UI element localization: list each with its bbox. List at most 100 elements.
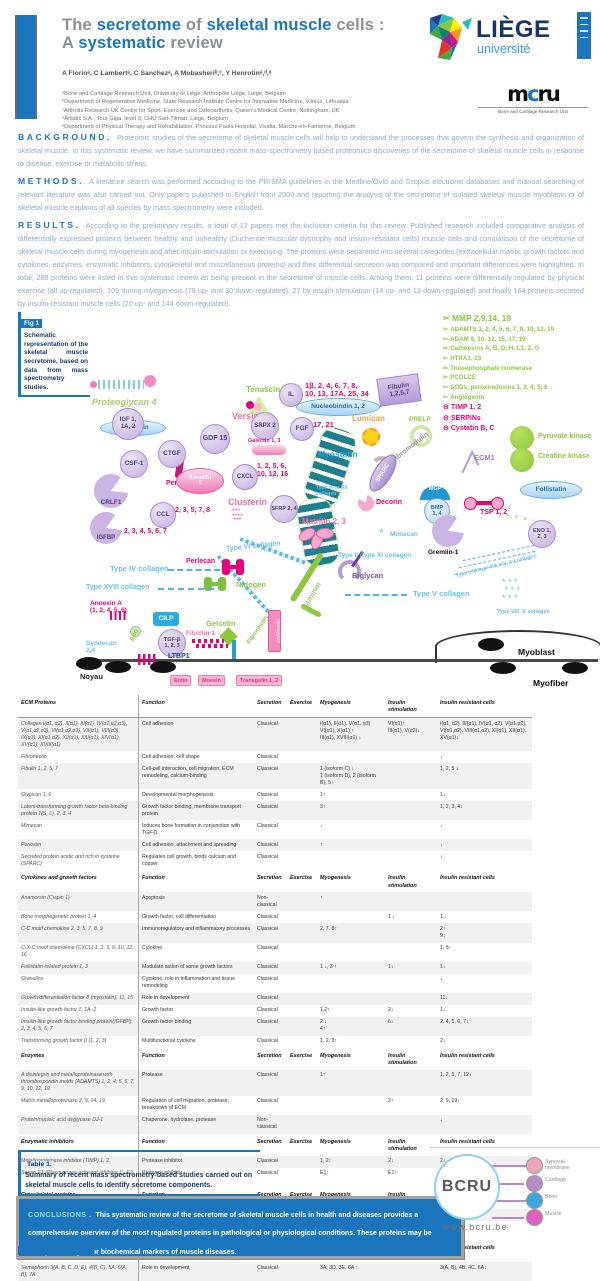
- uliege-logo-subtitle: université: [477, 42, 531, 56]
- table-cell: [287, 789, 317, 801]
- table-cell: Granulins: [21, 976, 44, 983]
- table-cell: [317, 1115, 385, 1134]
- table-cell: [317, 851, 385, 870]
- table-cell: 2↓: [440, 1158, 446, 1165]
- fig-pyruvate-kinase: Pyruvate kinase: [538, 433, 592, 440]
- table-cell: Function: [138, 870, 254, 893]
- fig-lumican: Lumican: [352, 414, 385, 423]
- table-cell: Secretion: [254, 1187, 287, 1209]
- table-row: Growth/differentiation factor 8 (myostat…: [18, 992, 532, 1005]
- fig-mimecan: Mimecan: [390, 531, 418, 538]
- proteoglycan-bead-icon: [144, 375, 156, 387]
- proteoglycan-chain-icon: [98, 380, 144, 389]
- table-cell: Enzymes: [21, 1052, 45, 1059]
- table-cell: [287, 892, 317, 911]
- clusterin-dots-icon: ●●● ●●●● ●●●: [232, 507, 243, 521]
- table-cell: 1, 2, 3↑: [320, 1038, 338, 1045]
- table-cell: 1, 2, 5 ↓: [440, 765, 459, 772]
- apo-ball-icon: [130, 626, 141, 637]
- nucleus-icon: [150, 661, 176, 673]
- table-row: A disintegrin and metalloproteinase with…: [18, 1069, 532, 1096]
- fig-creatine-kinase: Creatine kinase: [538, 453, 590, 460]
- scissors-icon: ✂: [443, 364, 449, 372]
- background-paragraph: BACKGROUND.Proteomic studies of the secr…: [18, 131, 584, 170]
- table-cell: Transforming growth factor β (1, 2, 3): [21, 1038, 107, 1045]
- fig-myostatin: Myostatin: [318, 449, 358, 459]
- fig-shape: [510, 448, 534, 472]
- annexin-comb-icon: [110, 611, 128, 620]
- table-cell: Anamorsin (Ciapin 1): [21, 894, 70, 901]
- table-cell: 1, 5↑: [440, 945, 452, 952]
- table-cell: [385, 1115, 437, 1134]
- fibrillin-beads-icon: [192, 639, 224, 643]
- table-cell: [385, 789, 437, 801]
- table-cell: [287, 974, 317, 993]
- ecm1-branch-icon: [461, 452, 473, 474]
- table-cell: [287, 820, 317, 839]
- fig-nucleobindin-1-2: Nucleobindin 1, 2: [296, 398, 380, 416]
- table-cell: 1 ↓, 3 ↑: [320, 964, 337, 971]
- fig-crlf1: CRLF1: [94, 474, 128, 508]
- table-cell: Insulin stimulation: [388, 700, 417, 714]
- secreted-enzyme-item: ✂ADAMTS 1, 2, 4, 5, 6, 7, 9, 10, 12, 19: [443, 326, 555, 334]
- table-cell: [287, 943, 317, 962]
- table-cell: Insulin resistant cells: [440, 875, 495, 882]
- table-cell: [385, 1036, 437, 1048]
- table-cell: ↓: [440, 853, 443, 860]
- fig-clusterin: Clusterin: [228, 497, 268, 507]
- table-cell: Insulin resistant cells: [440, 1138, 495, 1145]
- title-line: A systematic review: [62, 34, 223, 53]
- table-cell: [287, 1262, 317, 1281]
- bcru-spoke-line: [492, 1183, 524, 1185]
- table-cell: Cell adhesion, attachment and spreading: [138, 839, 254, 852]
- fig-transgelin-1-2: Transgelin 1, 2: [236, 675, 283, 687]
- table-cell: Classical: [257, 720, 278, 727]
- bcru-website[interactable]: www.bcru.be: [443, 1222, 508, 1232]
- table-cell: Periostin: [21, 841, 42, 848]
- figure-1: Fig 1 Schematic representation of the sk…: [0, 302, 600, 694]
- table-cell: [287, 923, 317, 942]
- table-cell: Cell-cell interaction, cell migration, E…: [138, 763, 254, 790]
- page-title: The secretome of skeletal muscle cells :…: [62, 16, 392, 52]
- nucleus-icon: [105, 661, 131, 673]
- table-cell: Role in development: [138, 1262, 254, 1281]
- bcru-tissue-icon: [526, 1157, 543, 1174]
- table-1-caption-box: Table 1. Summary of recent mass spectrom…: [18, 1150, 260, 1196]
- fig-nidogen: Nidogen: [236, 580, 266, 589]
- table-cell: VI(α1)↑ III(α1), V(α2)↓: [388, 720, 420, 734]
- table-cell: Exercise: [290, 875, 313, 882]
- table-cell: Non-classical: [257, 894, 277, 908]
- secreted-enzymes-list: ✂MMP 2,9,14, 19✂ADAMTS 1, 2, 4, 5, 6, 7,…: [443, 313, 600, 435]
- table-row: Semaphorin 3(A, B, C, D, E), 4(B, C), 5A…: [18, 1262, 532, 1281]
- table-cell: 1↑: [320, 1072, 326, 1079]
- bcru-spoke-line: [492, 1200, 530, 1202]
- table-cell: I(α1), II(α1), V(α1, α3) VI(α1), X(α1) ↑…: [320, 720, 371, 741]
- table-cell: 1 (isoform C) ↓ 1 (isoform D), 2 (isofor…: [320, 765, 376, 786]
- table-cell: Classical: [257, 1038, 278, 1045]
- table-cell: Growth factor binding: [138, 1016, 254, 1036]
- table-cell: [317, 1096, 385, 1115]
- table-row: Latent-transforming growth factor beta-b…: [18, 801, 532, 821]
- table-cell: Classical: [257, 1170, 278, 1177]
- table-cell: Glypican 1, 6: [21, 791, 52, 798]
- bcru-unit-logo-icon: mcru: [507, 82, 561, 106]
- table-cell: [385, 974, 437, 993]
- authors-line: A Florinᵃ, C Lambertᵃ, C Sanchezᵃ, A Mob…: [62, 70, 272, 77]
- table-cell: Collagen I(α1, α2), II(α1), III(α1), IV(…: [21, 720, 128, 748]
- nucleus-icon: [478, 638, 504, 651]
- table-cell: 1↑: [320, 791, 326, 798]
- fig-type-ix-or-xii-collagen: Type IX or XII collagen: [316, 485, 348, 497]
- table-cell: Regulates cell growth, binds calcium and…: [138, 851, 254, 871]
- table-cell: 11↓: [440, 995, 448, 1002]
- secreted-enzyme-item: ✂Triosephosphate isomerase: [443, 364, 533, 372]
- table-cell: [385, 839, 437, 851]
- table-cell: [385, 923, 437, 942]
- fig-tenascin: Tenascin: [246, 385, 281, 394]
- figure-1-caption: Schematic representation of the skeletal…: [24, 332, 88, 391]
- prelp-icon: [410, 425, 432, 447]
- affiliation-line: ᵃBone and Cartilage Research Unit, Unive…: [62, 91, 286, 97]
- table-cell: Growth factor: [138, 1004, 254, 1017]
- table-cell: ↓: [440, 753, 443, 760]
